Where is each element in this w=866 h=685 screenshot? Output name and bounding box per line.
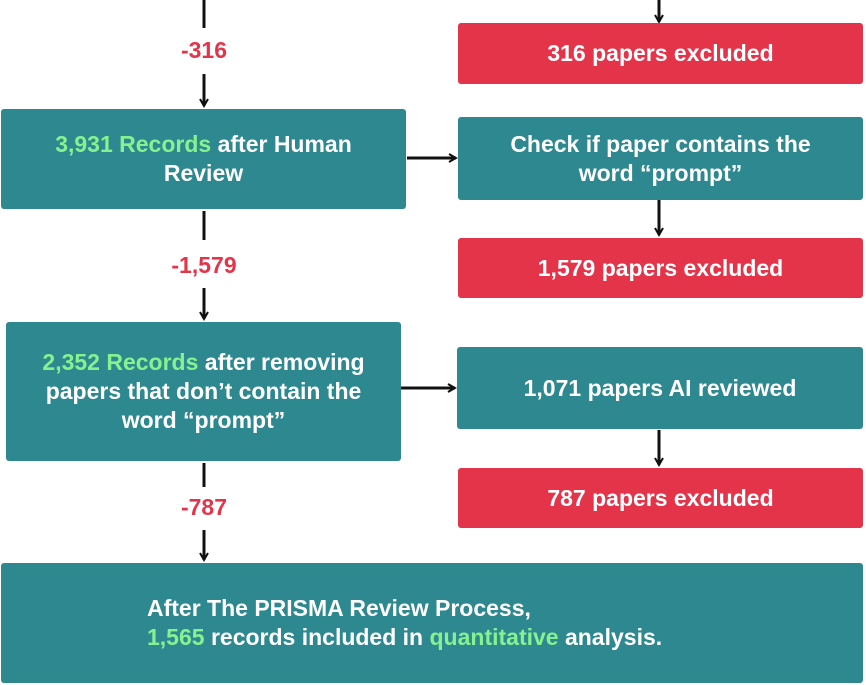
- final-result-label: After The PRISMA Review Process, 1,565 r…: [147, 594, 662, 652]
- excluded-label-2: 1,579 papers excluded: [537, 254, 784, 281]
- excluded-label-3: 787 papers excluded: [547, 484, 774, 511]
- final-quantitative: quantitative: [429, 624, 559, 650]
- check-prompt-label: Check if paper contains the word “prompt…: [510, 130, 811, 186]
- final-line-1: After The PRISMA Review Process,: [147, 595, 531, 621]
- excluded-box-3: 787 papers excluded: [458, 468, 863, 528]
- prompt-filter-count: 2,352 Records: [42, 349, 199, 375]
- check-prompt-box: Check if paper contains the word “prompt…: [458, 117, 863, 200]
- human-review-label: 3,931 Records after Human Review: [34, 130, 374, 188]
- ai-review-label: 1,071 papers AI reviewed: [523, 374, 797, 401]
- human-review-text: after Human Review: [163, 131, 352, 186]
- final-result-box: After The PRISMA Review Process, 1,565 r…: [1, 563, 863, 683]
- final-end-text: analysis.: [558, 624, 663, 650]
- excluded-box-2: 1,579 papers excluded: [458, 238, 863, 298]
- prompt-filter-text: after removing papers that don’t contain…: [45, 349, 365, 433]
- final-mid-text: records included in: [204, 624, 430, 650]
- ai-review-box: 1,071 papers AI reviewed: [457, 347, 863, 429]
- final-count: 1,565: [147, 624, 205, 650]
- final-line-2: 1,565 records included in quantitative a…: [147, 623, 662, 652]
- excluded-box-1: 316 papers excluded: [458, 23, 863, 84]
- human-review-box: 3,931 Records after Human Review: [1, 109, 406, 209]
- human-review-count: 3,931 Records: [55, 131, 212, 157]
- delta-1579: -1,579: [171, 252, 237, 278]
- excluded-label-1: 316 papers excluded: [547, 40, 774, 66]
- prompt-filter-label: 2,352 Records after removing papers that…: [39, 348, 369, 435]
- delta-316: -316: [180, 37, 228, 63]
- delta-787: -787: [180, 494, 228, 520]
- prompt-filter-box: 2,352 Records after removing papers that…: [6, 322, 401, 461]
